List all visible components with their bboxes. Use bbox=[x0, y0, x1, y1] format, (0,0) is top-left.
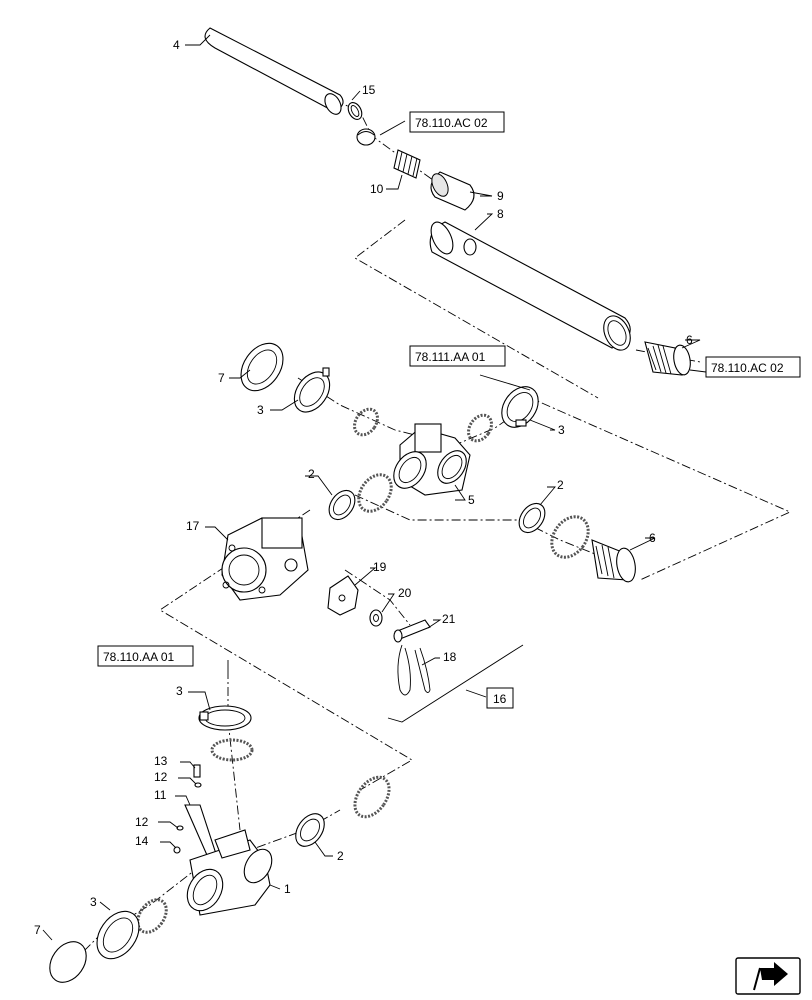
reference-label: 78.110.AC 02 bbox=[711, 361, 784, 375]
callout-13: 13 bbox=[154, 754, 168, 768]
reference-label: 78.110.AC 02 bbox=[415, 116, 488, 130]
part-7-cap-upper bbox=[240, 342, 284, 392]
part-3-clamp-upper-right bbox=[501, 386, 539, 428]
part-20-washer bbox=[369, 609, 383, 627]
reference-box-mid[interactable]: 78.111.AA 01 bbox=[409, 345, 506, 367]
callout-3-upper-right: 3 bbox=[558, 423, 565, 437]
callout-7-lower: 7 bbox=[34, 923, 41, 937]
gasket-rings bbox=[136, 407, 590, 934]
part-7-cap-lower bbox=[49, 941, 87, 983]
callout-19: 19 bbox=[373, 560, 387, 574]
reference-box-top[interactable]: 78.110.AC 02 bbox=[409, 111, 505, 133]
callout-4: 4 bbox=[173, 38, 180, 52]
part-18-lanyard bbox=[397, 644, 431, 696]
callout-7-upper: 7 bbox=[218, 371, 225, 385]
part-10-threaded-fitting bbox=[393, 149, 421, 179]
part-2-washer-mid bbox=[328, 489, 356, 521]
callout-17: 17 bbox=[186, 519, 200, 533]
coupling-part bbox=[356, 128, 376, 146]
reference-label: 78.110.AA 01 bbox=[103, 650, 175, 664]
reference-label: 78.111.AA 01 bbox=[415, 350, 486, 364]
part-6-fitting-lower bbox=[591, 539, 636, 583]
part-21-pin bbox=[393, 619, 431, 643]
callout-11: 11 bbox=[154, 788, 167, 802]
part-4-tube bbox=[204, 27, 344, 115]
callout-10: 10 bbox=[370, 182, 384, 196]
callout-8: 8 bbox=[497, 207, 504, 221]
part-16-group-bracket bbox=[387, 644, 524, 723]
part-8-large-tube bbox=[429, 221, 631, 351]
reference-box-left[interactable]: 78.110.AA 01 bbox=[97, 645, 194, 667]
part-3-clamp-mid-lower bbox=[198, 705, 252, 731]
callout-3-bottom: 3 bbox=[90, 895, 97, 909]
part-3-clamp-upper-left bbox=[293, 367, 331, 413]
callout-5: 5 bbox=[468, 493, 475, 507]
callout-2-mid: 2 bbox=[308, 467, 315, 481]
part-3-clamp-bottom bbox=[96, 910, 140, 960]
callout-14: 14 bbox=[135, 834, 149, 848]
part-12-washer-lower bbox=[176, 825, 184, 831]
callout-20: 20 bbox=[398, 586, 412, 600]
part-13-bolt bbox=[193, 764, 201, 778]
part-9-adapter bbox=[430, 171, 475, 211]
callout-2-right: 2 bbox=[557, 478, 564, 492]
callout-12-lower: 12 bbox=[135, 815, 149, 829]
assembly-centerlines bbox=[59, 99, 792, 976]
part-2-washer-right bbox=[518, 502, 546, 534]
callout-12-upper: 12 bbox=[154, 770, 168, 784]
arrow-return-icon[interactable] bbox=[735, 957, 801, 995]
callout-box-16: 16 bbox=[486, 687, 514, 709]
callout-3-upper-left: 3 bbox=[257, 403, 264, 417]
callout-18: 18 bbox=[443, 650, 457, 664]
part-2-washer-lower bbox=[295, 813, 325, 847]
callout-9: 9 bbox=[497, 189, 504, 203]
callout-3-mid-lower: 3 bbox=[176, 684, 183, 698]
part-6-fitting-upper bbox=[644, 341, 691, 376]
part-1-housing bbox=[186, 829, 273, 916]
reference-box-right[interactable]: 78.110.AC 02 bbox=[705, 356, 801, 378]
callout-16: 16 bbox=[493, 692, 507, 706]
callout-6-upper: 6 bbox=[686, 333, 693, 347]
leader-lines bbox=[42, 34, 707, 941]
callout-1: 1 bbox=[284, 882, 291, 896]
part-15-ring bbox=[347, 102, 363, 120]
part-17-valve-body bbox=[221, 517, 309, 601]
callout-6-lower: 6 bbox=[649, 531, 656, 545]
part-14-nut bbox=[173, 846, 181, 854]
callout-labels: 4 15 10 9 8 6 7 3 3 2 2 5 17 6 19 20 21 … bbox=[34, 38, 693, 937]
part-12-washer-upper bbox=[194, 782, 202, 788]
part-19-bracket bbox=[327, 575, 359, 616]
callout-21: 21 bbox=[442, 612, 456, 626]
part-5-cross-housing bbox=[393, 423, 471, 496]
callout-15: 15 bbox=[362, 83, 376, 97]
callout-2-lower: 2 bbox=[337, 849, 344, 863]
